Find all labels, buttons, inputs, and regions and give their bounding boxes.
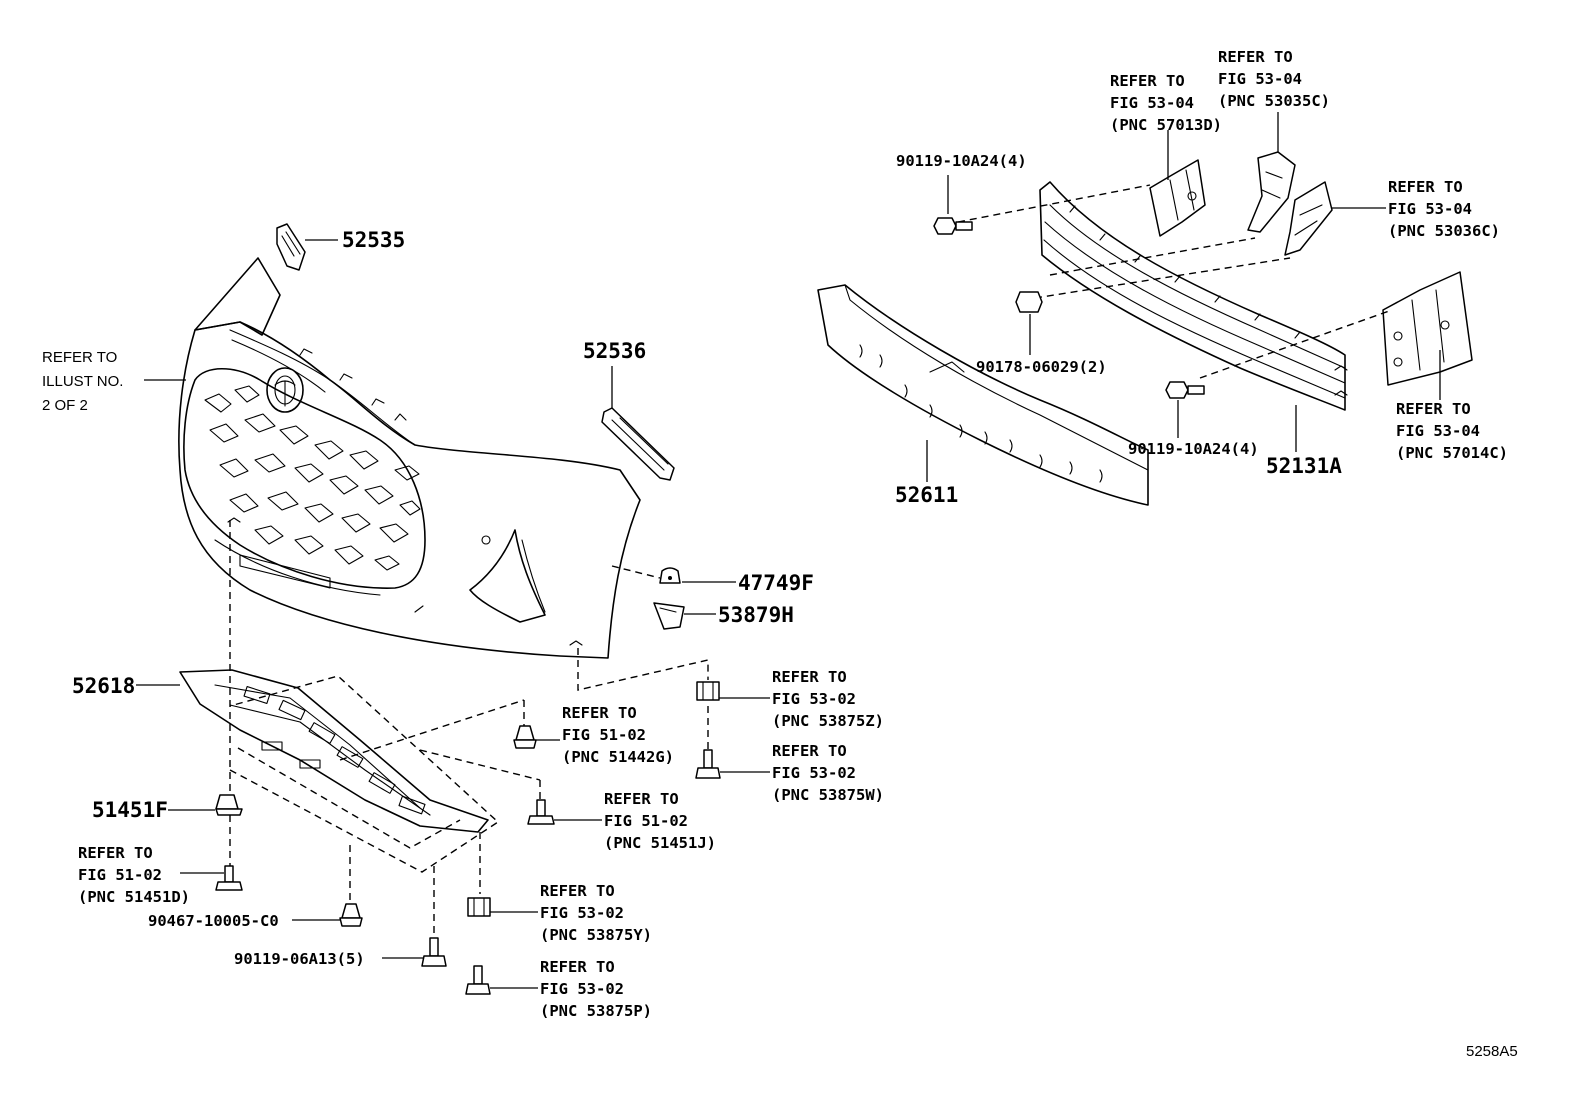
svg-text:(PNC 51442G): (PNC 51442G) xyxy=(562,748,674,766)
clip-90467[interactable] xyxy=(292,903,363,927)
svg-text:REFER TO: REFER TO xyxy=(1110,72,1185,90)
label-90178: 90178-06029(2) xyxy=(976,358,1107,376)
label-90119-06: 90119-06A13(5) xyxy=(234,950,365,968)
bolt-51451D[interactable] xyxy=(180,865,243,891)
label-52536: 52536 xyxy=(583,339,646,363)
svg-text:(PNC 57013D): (PNC 57013D) xyxy=(1110,116,1222,134)
bracket-53036C[interactable] xyxy=(1284,181,1386,256)
svg-text:REFER TO: REFER TO xyxy=(1388,178,1463,196)
svg-text:FIG 51-02: FIG 51-02 xyxy=(78,866,162,884)
svg-text:REFER TO: REFER TO xyxy=(772,668,847,686)
bracket-53035C[interactable] xyxy=(1247,112,1296,233)
screw-53875W[interactable] xyxy=(695,749,770,779)
svg-text:REFER TO: REFER TO xyxy=(42,349,117,366)
svg-text:(PNC 53036C): (PNC 53036C) xyxy=(1388,222,1500,240)
nut-53875Z[interactable] xyxy=(696,681,770,701)
svg-text:FIG 53-04: FIG 53-04 xyxy=(1396,422,1480,440)
svg-text:FIG 53-04: FIG 53-04 xyxy=(1110,94,1194,112)
ref-57013D: REFER TO FIG 53-04 (PNC 57013D) xyxy=(1110,72,1222,134)
absorber-52611[interactable] xyxy=(817,284,1149,506)
svg-text:(PNC 53875P): (PNC 53875P) xyxy=(540,1002,652,1020)
part-47749F[interactable] xyxy=(611,565,736,584)
svg-text:FIG 51-02: FIG 51-02 xyxy=(604,812,688,830)
svg-text:FIG 53-02: FIG 53-02 xyxy=(540,980,624,998)
svg-text:2 OF 2: 2 OF 2 xyxy=(42,397,88,414)
clip-51442G[interactable] xyxy=(513,725,560,749)
bolt-90119-06[interactable] xyxy=(382,937,447,967)
ref-53035C: REFER TO FIG 53-04 (PNC 53035C) xyxy=(1218,48,1330,110)
svg-text:FIG 51-02: FIG 51-02 xyxy=(562,726,646,744)
svg-text:REFER TO: REFER TO xyxy=(78,844,153,862)
svg-text:(PNC 57014C): (PNC 57014C) xyxy=(1396,444,1508,462)
svg-text:(PNC 51451D): (PNC 51451D) xyxy=(78,888,190,906)
svg-text:FIG 53-04: FIG 53-04 xyxy=(1388,200,1472,218)
svg-text:FIG 53-02: FIG 53-02 xyxy=(540,904,624,922)
label-52535: 52535 xyxy=(342,228,405,252)
svg-text:(PNC 53875Z): (PNC 53875Z) xyxy=(772,712,884,730)
svg-text:(PNC 53875Y): (PNC 53875Y) xyxy=(540,926,652,944)
label-52131A: 52131A xyxy=(1266,454,1342,478)
svg-text:REFER TO: REFER TO xyxy=(772,742,847,760)
ref-53875Z: REFER TO FIG 53-02 (PNC 53875Z) xyxy=(772,668,884,730)
svg-text:REFER TO: REFER TO xyxy=(1218,48,1293,66)
ref-53875Y: REFER TO FIG 53-02 (PNC 53875Y) xyxy=(540,882,652,944)
clip-51451F[interactable] xyxy=(168,794,243,816)
label-90467: 90467-10005-C0 xyxy=(148,912,279,930)
ref-51451D: REFER TO FIG 51-02 (PNC 51451D) xyxy=(78,844,190,906)
label-90119-10-top: 90119-10A24(4) xyxy=(896,152,1027,170)
label-47749F: 47749F xyxy=(738,571,814,595)
svg-text:(PNC 53035C): (PNC 53035C) xyxy=(1218,92,1330,110)
svg-text:FIG 53-02: FIG 53-02 xyxy=(772,764,856,782)
diagram-id: 5258A5 xyxy=(1466,1043,1518,1060)
label-52618: 52618 xyxy=(72,674,135,698)
ref-53875P: REFER TO FIG 53-02 (PNC 53875P) xyxy=(540,958,652,1020)
label-90119-10-bot: 90119-10A24(4) xyxy=(1128,440,1259,458)
bolt-90119-10-top[interactable] xyxy=(933,175,973,235)
reinforcement-52131A[interactable] xyxy=(1039,181,1348,452)
under-cover-52618[interactable] xyxy=(136,669,489,833)
part-53879H[interactable] xyxy=(653,602,716,630)
svg-text:REFER TO: REFER TO xyxy=(1396,400,1471,418)
bracket-57014C[interactable] xyxy=(1382,271,1473,400)
bracket-52535[interactable] xyxy=(276,223,338,271)
label-52611: 52611 xyxy=(895,483,958,507)
ref-51442G: REFER TO FIG 51-02 (PNC 51442G) xyxy=(562,704,674,766)
bumper-cover[interactable] xyxy=(178,257,641,659)
svg-text:FIG 53-02: FIG 53-02 xyxy=(772,690,856,708)
ref-53036C: REFER TO FIG 53-04 (PNC 53036C) xyxy=(1388,178,1500,240)
label-51451F: 51451F xyxy=(92,798,168,822)
nut-53875Y[interactable] xyxy=(467,897,538,917)
svg-text:(PNC 53875W): (PNC 53875W) xyxy=(772,786,884,804)
ref-53875W: REFER TO FIG 53-02 (PNC 53875W) xyxy=(772,742,884,804)
label-53879H: 53879H xyxy=(718,603,794,627)
svg-text:REFER TO: REFER TO xyxy=(562,704,637,722)
bolt-51451J[interactable] xyxy=(527,799,602,825)
screw-53875P[interactable] xyxy=(465,965,538,995)
svg-text:REFER TO: REFER TO xyxy=(540,882,615,900)
dashed-guides-undercover xyxy=(229,520,709,938)
dashed-guides-reinforcement xyxy=(957,184,1393,379)
bolt-90119-10-bot[interactable] xyxy=(1165,381,1205,438)
ref-51451J: REFER TO FIG 51-02 (PNC 51451J) xyxy=(604,790,716,852)
nut-90178[interactable] xyxy=(1015,291,1043,355)
svg-text:REFER TO: REFER TO xyxy=(540,958,615,976)
svg-text:FIG 53-04: FIG 53-04 xyxy=(1218,70,1302,88)
bracket-57013D[interactable] xyxy=(1149,130,1206,237)
ref-illust: REFER TO ILLUST NO. 2 OF 2 xyxy=(42,349,186,414)
ref-57014C: REFER TO FIG 53-04 (PNC 57014C) xyxy=(1396,400,1508,462)
bracket-52536[interactable] xyxy=(601,366,675,481)
svg-text:ILLUST NO.: ILLUST NO. xyxy=(42,373,123,390)
svg-text:REFER TO: REFER TO xyxy=(604,790,679,808)
svg-text:(PNC 51451J): (PNC 51451J) xyxy=(604,834,716,852)
